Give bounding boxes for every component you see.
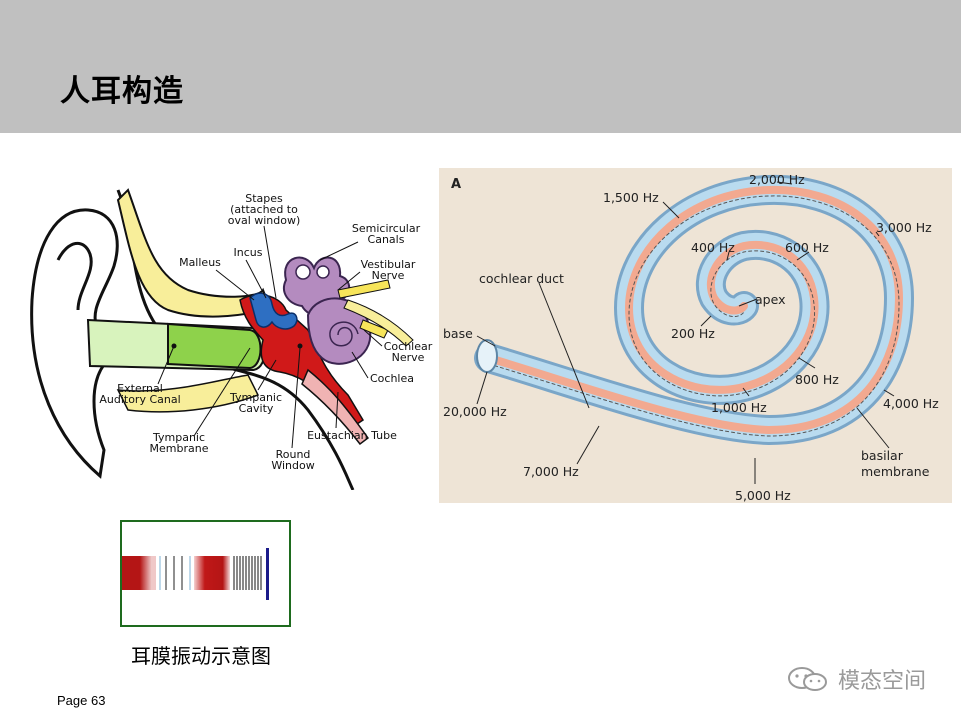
watermark-text: 模态空间 xyxy=(838,669,927,694)
vibration-caption: 耳膜振动示意图 xyxy=(131,644,271,668)
ear-canal-inner xyxy=(167,322,262,370)
label-base: base xyxy=(443,326,473,341)
canal-loop-2 xyxy=(316,265,330,279)
watermark: 模态空间 xyxy=(786,664,926,694)
sparse-lines xyxy=(159,556,191,590)
label-malleus: Malleus xyxy=(179,256,221,269)
label-600hz: 600 Hz xyxy=(785,240,829,255)
eustachian-tube xyxy=(301,368,370,446)
label-2000hz: 2,000 Hz xyxy=(749,172,805,187)
wechat-icon xyxy=(788,667,827,691)
label-1500hz: 1,500 Hz xyxy=(603,190,659,205)
nerve-bundle xyxy=(343,299,414,347)
cochlea-spiral-tube xyxy=(474,174,915,446)
label-apex: apex xyxy=(755,292,785,307)
label-incus: Incus xyxy=(234,246,263,259)
label-200hz: 200 Hz xyxy=(671,326,715,341)
ossicles xyxy=(249,292,298,330)
label-7000hz: 7,000 Hz xyxy=(523,464,579,479)
cochlea-frequency-diagram: A 1,500 Hz 2,000 Hz 3,000 Hz 400 Hz 600 … xyxy=(439,168,952,503)
label-cochlea: Cochlea xyxy=(370,372,414,385)
label-20000hz: 20,000 Hz xyxy=(443,404,507,419)
cochlear-nerve xyxy=(359,319,389,339)
eardrum-bar xyxy=(266,548,269,600)
cochlea-spiral xyxy=(329,321,359,347)
leader-lines xyxy=(157,225,383,449)
label-800hz: 800 Hz xyxy=(795,372,839,387)
canal-dot xyxy=(171,343,177,349)
lower-bone xyxy=(116,374,260,413)
base-opening xyxy=(476,339,498,373)
dense-lines xyxy=(233,556,262,590)
label-4000hz: 4,000 Hz xyxy=(883,396,939,411)
vibration-frame xyxy=(120,520,291,627)
header-band xyxy=(0,0,961,133)
canal-loop-1 xyxy=(295,264,311,280)
vibration-stripes xyxy=(122,548,269,600)
label-3000hz: 3,000 Hz xyxy=(876,220,932,235)
page-number: Page 63 xyxy=(57,693,106,708)
ear-fold xyxy=(56,242,93,311)
cochlea-leader-lines xyxy=(476,181,895,484)
label-400hz: 400 Hz xyxy=(691,240,735,255)
label-cochlear-duct: cochlear duct xyxy=(479,271,564,286)
label-5000hz: 5,000 Hz xyxy=(735,488,791,503)
label-1000hz: 1,000 Hz xyxy=(711,400,767,415)
vestibular-nerve xyxy=(337,279,391,299)
round-window-dot xyxy=(297,343,303,349)
panel-letter: A xyxy=(451,177,461,192)
slide-title: 人耳构造 xyxy=(60,74,184,109)
label-eustachian: Eustachian Tube xyxy=(307,429,397,442)
